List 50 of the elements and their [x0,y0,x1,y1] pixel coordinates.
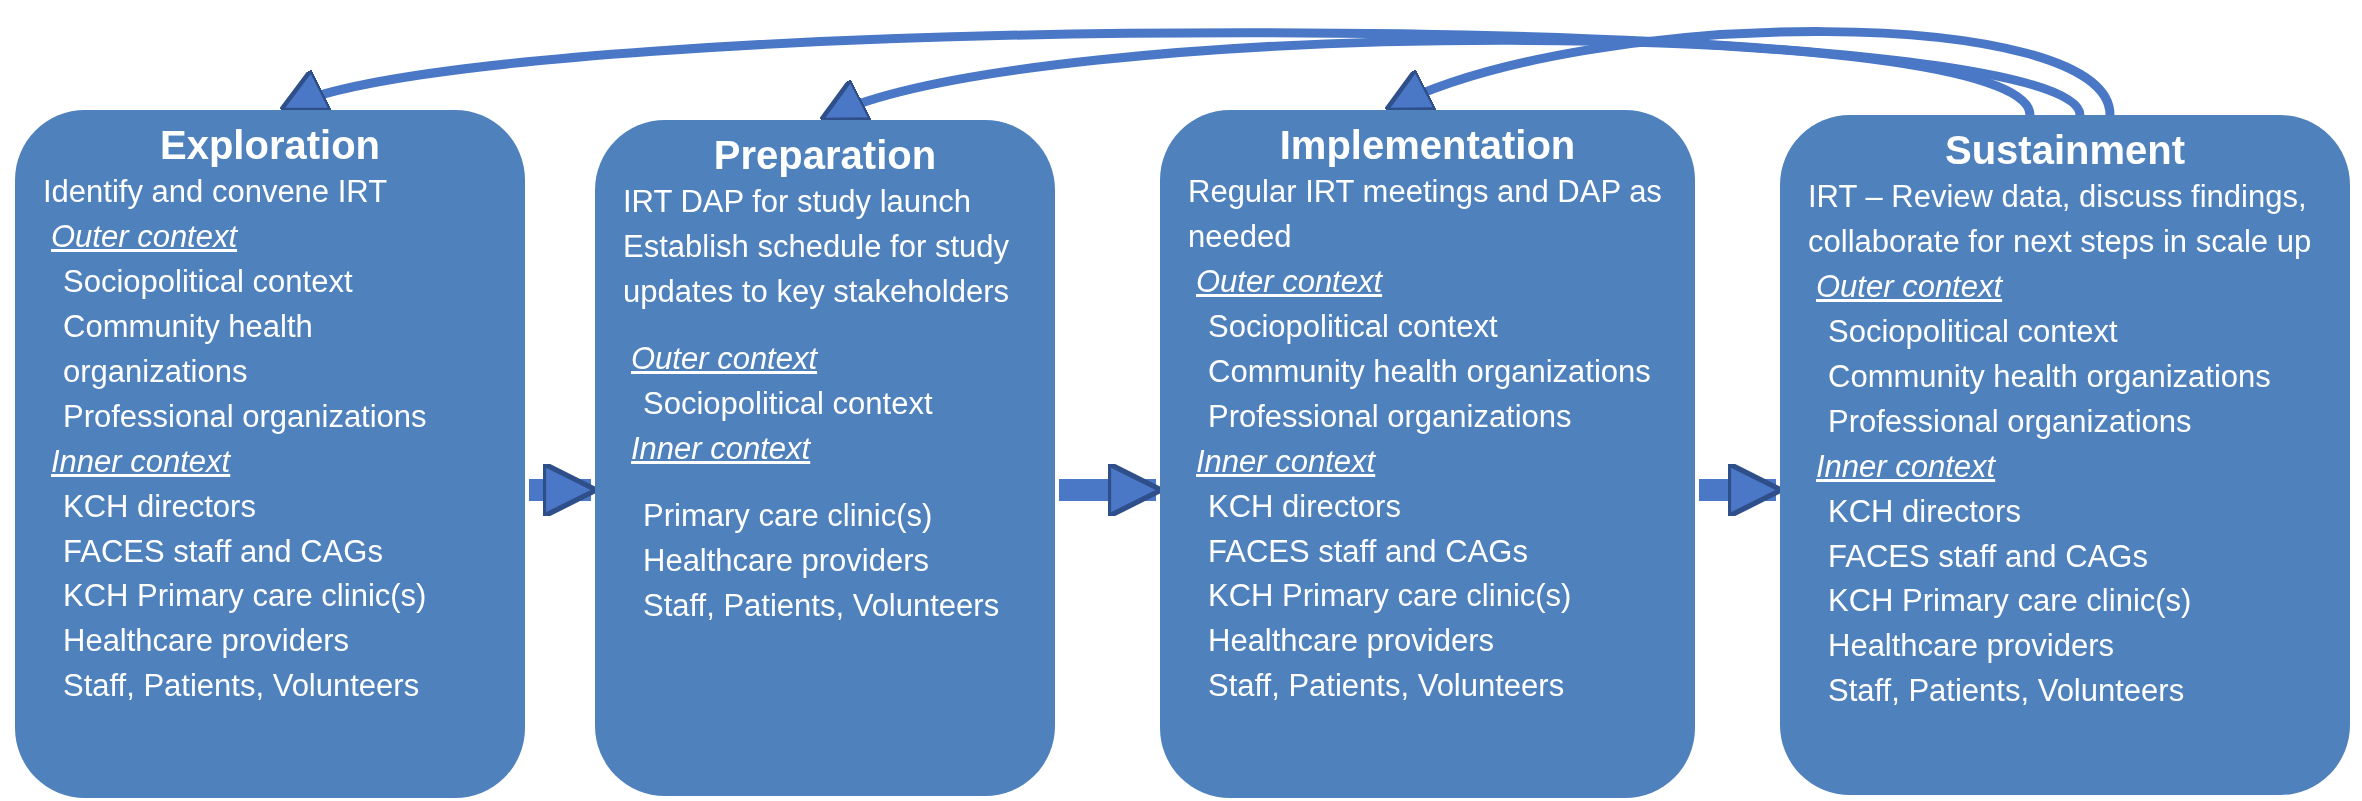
description-text: IRT – Review data, discuss findings, collaborate for next steps in scale up [1808,178,2313,261]
stage-box [1160,110,1695,798]
description-text: Establish schedule for study updates to key stakeholders [623,227,1011,311]
list-item: Community health organizations [1828,357,2271,396]
list-item: Staff, Patients, Volunteers [1828,672,2185,711]
stage-title: Implementation [1279,122,1576,169]
section-heading: Outer context [1196,262,1383,301]
list-item: Healthcare providers [1828,627,2115,666]
section-heading: Outer context [51,217,238,256]
section-heading: Inner context [51,442,231,481]
description-text: Regular IRT meetings and DAP as needed [1188,173,1663,256]
section-heading: Inner context [1816,447,1996,486]
section-heading: Inner context [1196,442,1376,481]
list-item: FACES staff and CAGs [1828,537,2148,576]
description-text: IRT DAP for study launch [623,183,972,221]
list-item: Community health organizations [63,307,314,391]
list-item: KCH Primary care clinic(s) [63,577,427,616]
list-item: Staff, Patients, Volunteers [643,586,1000,625]
stage-title: Sustainment [1944,127,2185,174]
stage-box [1780,115,2350,795]
description-text: Identify and convene IRT [43,173,388,211]
section-heading: Outer context [1816,267,2003,306]
list-item: KCH Primary care clinic(s) [1828,582,2192,621]
list-item: Staff, Patients, Volunteers [1208,667,1565,706]
list-item: KCH directors [1208,487,1401,526]
list-item: Healthcare providers [1208,622,1495,661]
section-heading: Outer context [631,339,818,378]
list-item: Community health organizations [1208,352,1651,391]
list-item: Healthcare providers [63,622,350,661]
stage-box [15,110,525,798]
list-item: Primary care clinic(s) [643,496,933,535]
list-item: KCH Primary care clinic(s) [1208,577,1572,616]
stage-title: Preparation [713,132,937,179]
list-item: Sociopolitical context [1828,312,2118,351]
stage-box [595,120,1055,796]
arrow [1383,27,2115,117]
section-heading: Inner context [631,429,811,468]
list-item: Professional organizations [63,397,427,436]
list-item: Professional organizations [1828,402,2192,441]
list-item: Healthcare providers [643,541,930,580]
list-item: Sociopolitical context [643,384,933,423]
list-item: Professional organizations [1208,397,1572,436]
list-item: FACES staff and CAGs [63,532,383,571]
list-item: KCH directors [63,487,256,526]
list-item: Staff, Patients, Volunteers [63,667,420,706]
stage-title: Exploration [160,122,380,169]
list-item: Sociopolitical context [63,262,353,301]
list-item: FACES staff and CAGs [1208,532,1528,571]
list-item: Sociopolitical context [1208,307,1498,346]
list-item: KCH directors [1828,492,2021,531]
